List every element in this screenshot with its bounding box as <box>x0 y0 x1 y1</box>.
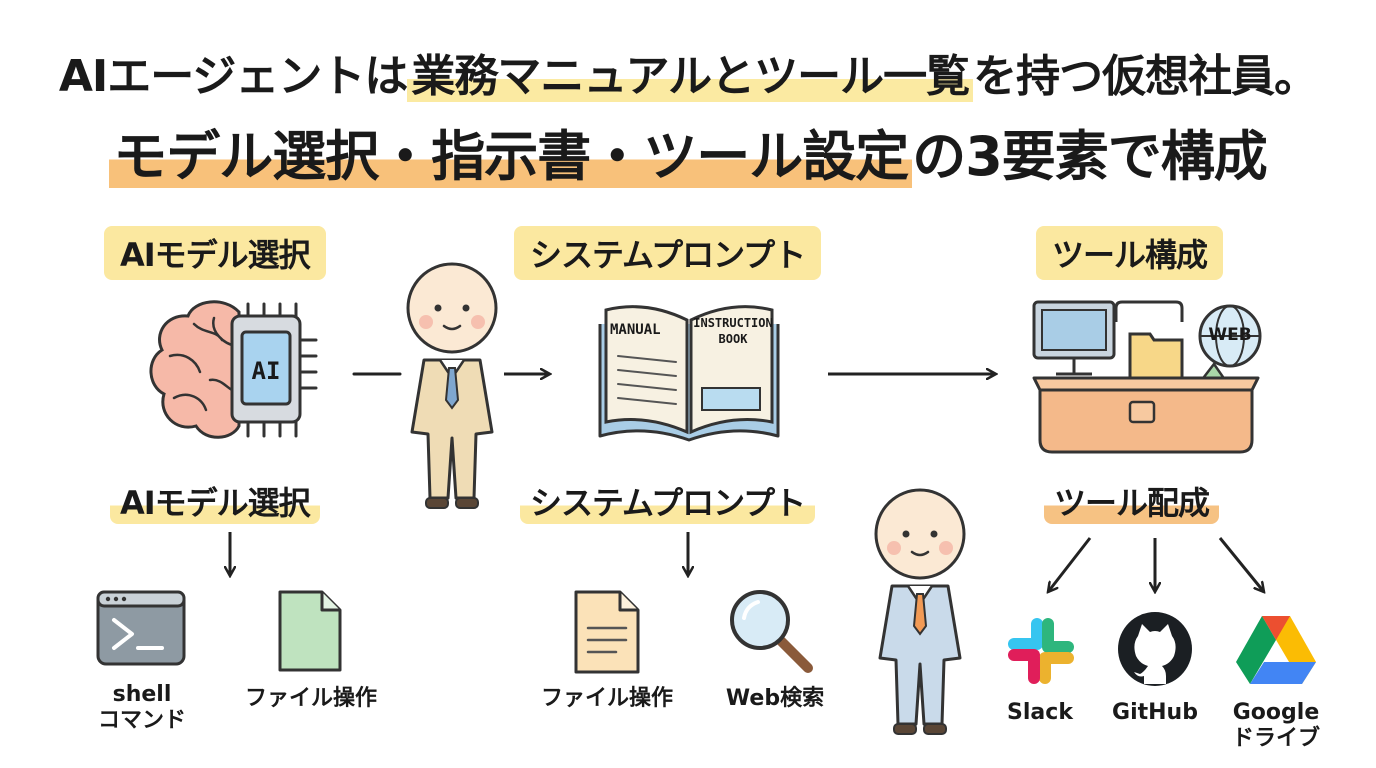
ai-chip-label: AI <box>251 357 281 385</box>
tools-section-tag: ツール構成 <box>1036 226 1224 280</box>
headline-1-highlight: 業務マニュアルとツール一覧 <box>407 51 974 102</box>
github-icon <box>1118 612 1192 686</box>
prompt-item-file-label: ファイル操作 <box>540 686 673 711</box>
book-right-label-2: BOOK <box>718 332 748 346</box>
prompt-sub-tag: システムプロンプト <box>520 478 816 524</box>
slack-icon <box>1008 618 1074 684</box>
model-sub-tag: AIモデル選択 <box>110 478 320 524</box>
headline-2-post: の3要素で構成 <box>912 125 1268 188</box>
brain-chip-icon <box>149 300 318 439</box>
model-section-tag: AIモデル選択 <box>104 226 326 280</box>
headline-line-1: AIエージェントは業務マニュアルとツール一覧を持つ仮想社員。 <box>0 40 1376 104</box>
file-icon <box>278 590 342 672</box>
globe-web-label: WEB <box>1208 325 1252 345</box>
prompt-item-web-label: Web検索 <box>725 686 825 711</box>
headline-1-post: を持つ仮想社員。 <box>973 51 1318 102</box>
tool-item-drive-label: Google ドライブ <box>1231 700 1320 751</box>
tool-item-slack-label: Slack <box>1007 700 1073 725</box>
headline-1-pre: AIエージェントは <box>58 51 409 102</box>
magnifier-icon <box>730 590 813 673</box>
model-item-shell-label: shell コマンド <box>97 682 186 733</box>
person-beige-icon <box>406 262 498 509</box>
person-blue-icon <box>874 488 966 735</box>
model-item-file-label: ファイル操作 <box>244 686 377 711</box>
headline-2-highlight: モデル選択・指示書・ツール設定 <box>109 125 913 188</box>
document-icon <box>574 590 640 674</box>
book-right-label-1: INSTRUCTION <box>693 316 773 330</box>
prompt-section-tag: システムプロンプト <box>514 226 822 280</box>
headline-line-2: モデル選択・指示書・ツール設定の3要素で構成 <box>0 112 1376 191</box>
tool-item-github-label: GitHub <box>1112 700 1198 725</box>
toolbox-icon <box>1032 300 1262 454</box>
tools-sub-tag: ツール配成 <box>1044 478 1220 524</box>
terminal-icon <box>96 590 186 666</box>
manual-book-icon <box>598 305 780 442</box>
book-left-label: MANUAL <box>610 322 661 338</box>
google-drive-icon <box>1236 616 1316 684</box>
